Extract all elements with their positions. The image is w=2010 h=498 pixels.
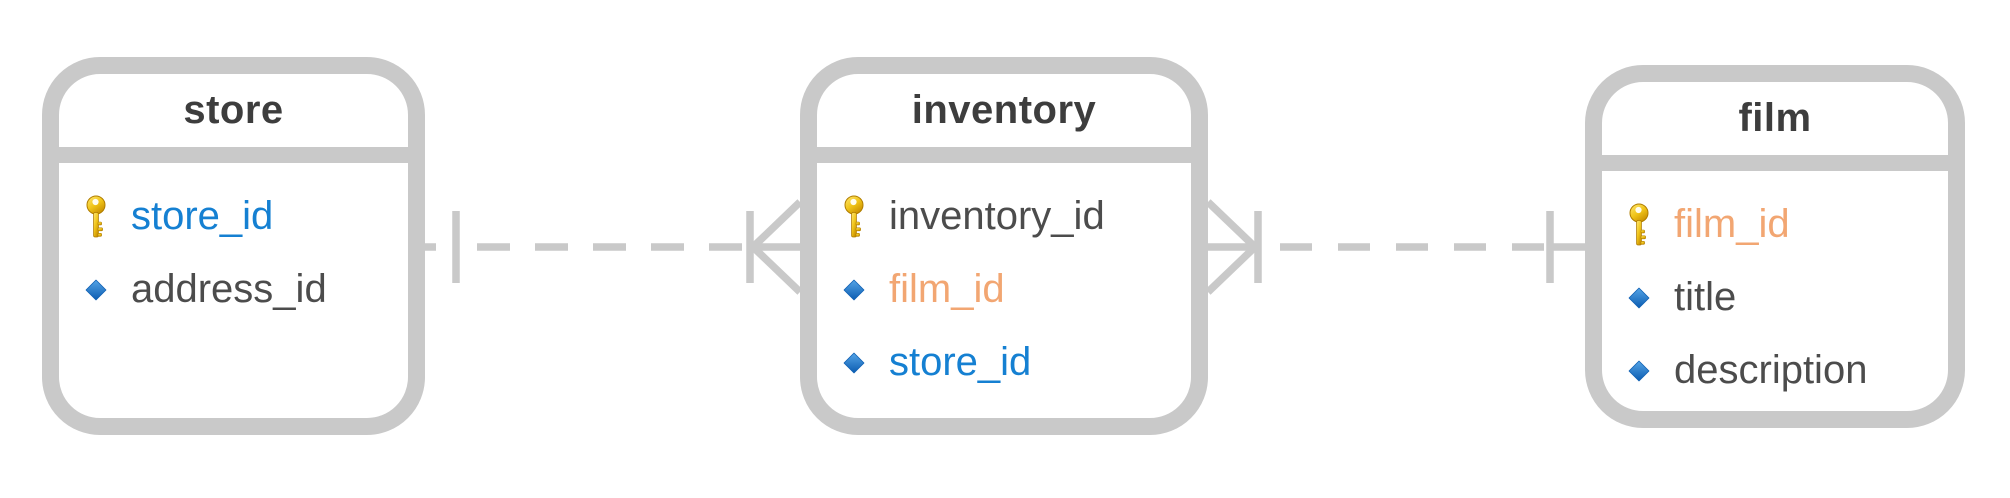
field-row-store-id[interactable]: store_id <box>59 180 408 253</box>
field-label: inventory_id <box>889 194 1105 238</box>
field-label: film_id <box>889 267 1005 311</box>
entity-inventory[interactable]: inventory inventory_id <box>800 57 1208 435</box>
diamond-icon <box>83 279 109 301</box>
entity-header: inventory <box>817 74 1191 147</box>
entity-title: inventory <box>911 88 1097 132</box>
field-row-title[interactable]: title <box>1602 261 1948 334</box>
crow-foot-many <box>1205 199 1258 295</box>
field-row-store-id[interactable]: store_id <box>817 326 1191 399</box>
field-row-inventory-id[interactable]: inventory_id <box>817 180 1191 253</box>
entity-divider <box>817 147 1191 163</box>
diamond-icon <box>841 352 867 374</box>
diamond-icon <box>1626 287 1652 309</box>
diamond-icon <box>841 279 867 301</box>
primary-key-icon <box>1626 203 1652 247</box>
field-label: title <box>1674 275 1737 319</box>
field-label: description <box>1674 348 1868 392</box>
entity-header: store <box>59 74 408 147</box>
entity-film[interactable]: film film_id <box>1585 65 1965 428</box>
entity-header: film <box>1602 82 1948 155</box>
field-row-film-id[interactable]: film_id <box>1602 188 1948 261</box>
primary-key-icon <box>841 195 867 239</box>
entity-title: film <box>1738 96 1812 140</box>
crow-foot-many <box>750 199 803 295</box>
field-label: store_id <box>889 340 1032 384</box>
field-row-address-id[interactable]: address_id <box>59 253 408 326</box>
entity-body: film_id title description <box>1602 171 1948 407</box>
entity-title: store <box>183 88 284 132</box>
entity-body: store_id address_id <box>59 163 408 326</box>
relationship-inventory-film[interactable] <box>1205 199 1585 295</box>
field-label: address_id <box>131 267 327 311</box>
field-label: film_id <box>1674 202 1790 246</box>
primary-key-icon <box>83 195 109 239</box>
entity-divider <box>1602 155 1948 171</box>
entity-divider <box>59 147 408 163</box>
entity-store[interactable]: store store_id <box>42 57 425 435</box>
relationship-store-inventory[interactable] <box>425 199 803 295</box>
field-row-description[interactable]: description <box>1602 334 1948 407</box>
field-label: store_id <box>131 194 274 238</box>
entity-body: inventory_id film_id store_id <box>817 163 1191 399</box>
diamond-icon <box>1626 360 1652 382</box>
field-row-film-id[interactable]: film_id <box>817 253 1191 326</box>
